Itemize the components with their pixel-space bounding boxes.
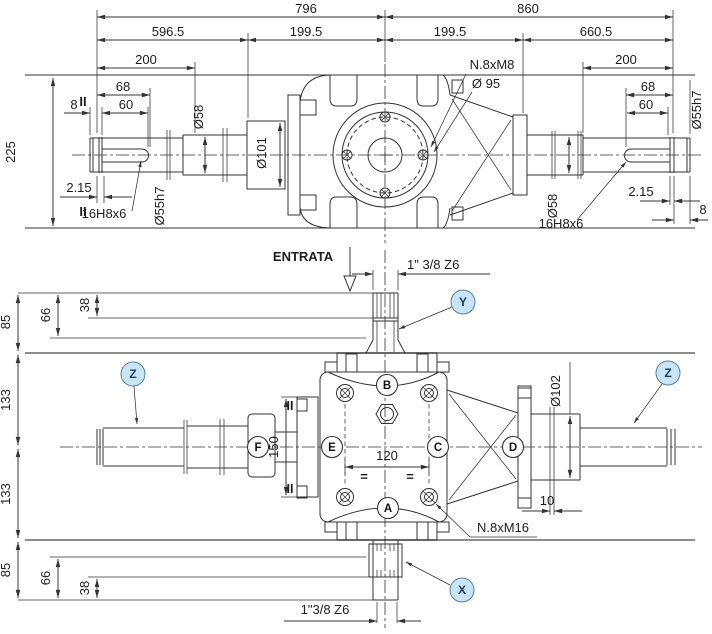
dim-66-top: 66 <box>38 308 53 322</box>
position-C-label: C <box>434 442 442 454</box>
equal-mark-right: = <box>406 469 414 484</box>
section-mark-plate-bottom: II <box>287 482 294 496</box>
position-E: E <box>320 435 344 459</box>
dim-85-top: 85 <box>0 315 13 329</box>
flange-screws <box>341 111 429 199</box>
position-B-label: B <box>383 380 391 392</box>
dim-85-bottom: 85 <box>0 563 13 577</box>
dim-2-15-left: 2.15 <box>66 180 91 195</box>
equal-mark-left: = <box>360 469 368 484</box>
position-E-label: E <box>328 442 336 454</box>
dia-58-left: Ø58 <box>191 105 206 130</box>
keyway-right: 16H8x6 <box>539 216 584 231</box>
dim-10: 10 <box>540 493 554 508</box>
dim-796: 796 <box>295 1 317 16</box>
bolt-circle-dia-95: Ø 95 <box>472 76 500 91</box>
spline-spec-top: 1" 3/8 Z6 <box>407 257 459 272</box>
balloon-Z-left: Z <box>120 361 146 387</box>
position-F-label: F <box>254 442 261 454</box>
dim-199-5-right: 199.5 <box>434 24 467 39</box>
corner-bolts <box>336 384 438 506</box>
dim-8-left: 8 <box>70 97 77 112</box>
bottom-view-labels: ENTRATA 1" 3/8 Z6 1"3/8 Z6 85 66 38 133 … <box>0 249 563 617</box>
dim-133-upper: 133 <box>0 389 13 411</box>
section-mark-bottom: II <box>79 204 86 219</box>
dim-133-lower: 133 <box>0 483 13 505</box>
position-A-label: A <box>384 503 392 515</box>
top-view <box>25 10 708 243</box>
position-B: B <box>375 373 399 397</box>
section-mark-top: II <box>79 94 86 109</box>
bolt-spec-n8xm8: N.8xM8 <box>470 57 515 72</box>
dim-660-5: 660.5 <box>580 24 613 39</box>
position-C: C <box>426 435 450 459</box>
input-label: ENTRATA <box>273 249 334 264</box>
balloon-Y-label: Y <box>459 295 467 309</box>
position-A: A <box>376 496 400 520</box>
dim-200-right: 200 <box>615 52 637 67</box>
dim-38-bottom: 38 <box>77 581 92 595</box>
position-F: F <box>246 435 270 459</box>
bolt-spec-n8xm16: N.8xM16 <box>477 520 529 535</box>
dim-150: 150 <box>266 436 281 458</box>
position-D-label: D <box>509 442 517 454</box>
shaft-balloons: Y Z Z X <box>120 289 681 603</box>
spline-spec-bottom: 1"3/8 Z6 <box>301 602 350 617</box>
dia-55h7-left: Ø55h7 <box>152 186 167 225</box>
dim-60-right: 60 <box>639 97 653 112</box>
dia-55h7-right: Ø55h7 <box>689 90 704 129</box>
position-D: D <box>501 435 525 459</box>
keyway-left: 16H8x6 <box>82 206 127 221</box>
dim-2-15-right: 2.15 <box>628 184 653 199</box>
dim-68-right: 68 <box>641 79 655 94</box>
dim-60-left: 60 <box>119 97 133 112</box>
dim-225: 225 <box>3 141 18 163</box>
dim-8-right: 8 <box>699 202 706 217</box>
bottom-view <box>15 247 702 628</box>
dim-66-bottom: 66 <box>38 571 53 585</box>
balloon-X-label: X <box>458 583 466 597</box>
position-markers: B A E C D F <box>246 373 525 520</box>
balloon-Z-left-label: Z <box>129 367 136 381</box>
balloon-Z-right-label: Z <box>664 366 671 380</box>
dim-199-5-left: 199.5 <box>290 24 323 39</box>
balloon-X: X <box>449 577 475 603</box>
balloon-Y: Y <box>450 289 476 315</box>
dim-120: 120 <box>376 448 398 463</box>
dia-58-right: Ø58 <box>545 194 560 219</box>
dia-101: Ø101 <box>254 137 269 169</box>
balloon-Z-right: Z <box>655 360 681 386</box>
dim-860: 860 <box>517 1 539 16</box>
dim-38-top: 38 <box>77 298 92 312</box>
dim-68-left: 68 <box>116 79 130 94</box>
section-mark-plate-top: II <box>287 399 294 413</box>
dia-102: Ø102 <box>548 375 563 407</box>
dim-200-left: 200 <box>135 52 157 67</box>
dim-596-5: 596.5 <box>152 24 185 39</box>
top-view-labels: 796 860 596.5 199.5 199.5 660.5 200 200 … <box>3 1 707 231</box>
